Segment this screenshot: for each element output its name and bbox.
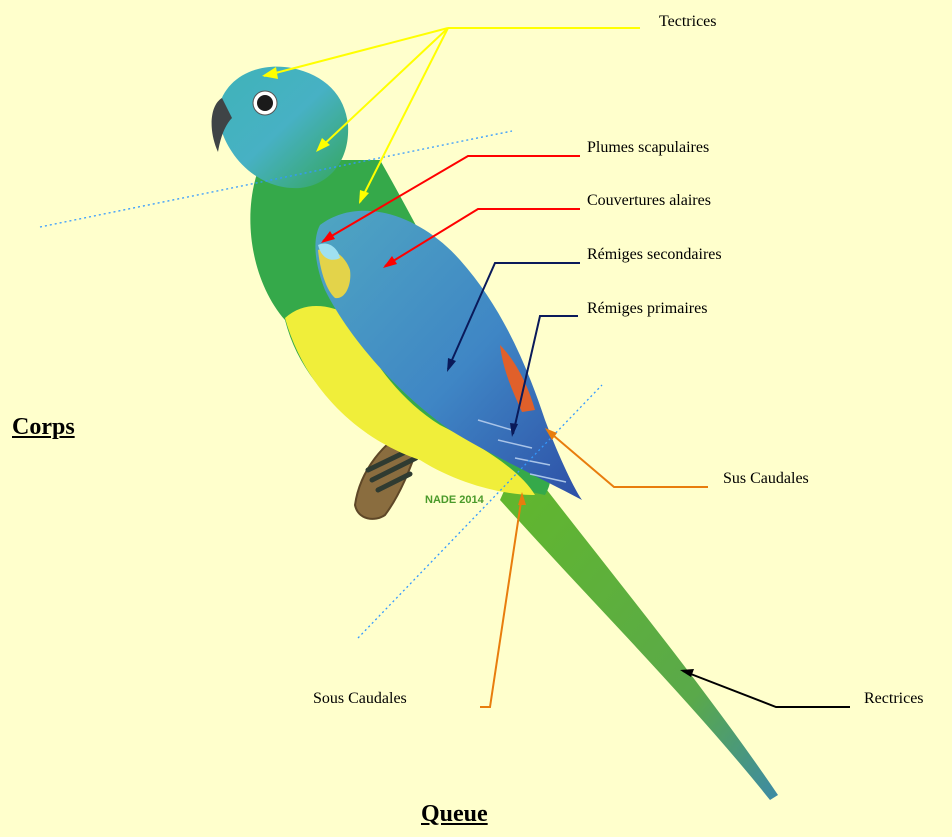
parrot-pupil — [257, 95, 273, 111]
artist-watermark: NADE 2014 — [425, 494, 484, 506]
section-corps: Corps — [12, 413, 75, 441]
label-sous-caudales: Sous Caudales — [313, 690, 407, 708]
label-rectrices: Rectrices — [864, 690, 924, 708]
label-plumes-scapulaires: Plumes scapulaires — [587, 139, 709, 157]
parrot-tail — [500, 455, 778, 800]
label-remiges-secondaires: Rémiges secondaires — [587, 246, 722, 264]
label-tectrices: Tectrices — [659, 13, 717, 31]
label-remiges-primaires: Rémiges primaires — [587, 300, 707, 318]
section-queue: Queue — [421, 800, 488, 828]
label-couvertures-alaires: Couvertures alaires — [587, 192, 711, 210]
parrot-head — [218, 67, 348, 189]
label-sus-caudales: Sus Caudales — [723, 470, 809, 488]
